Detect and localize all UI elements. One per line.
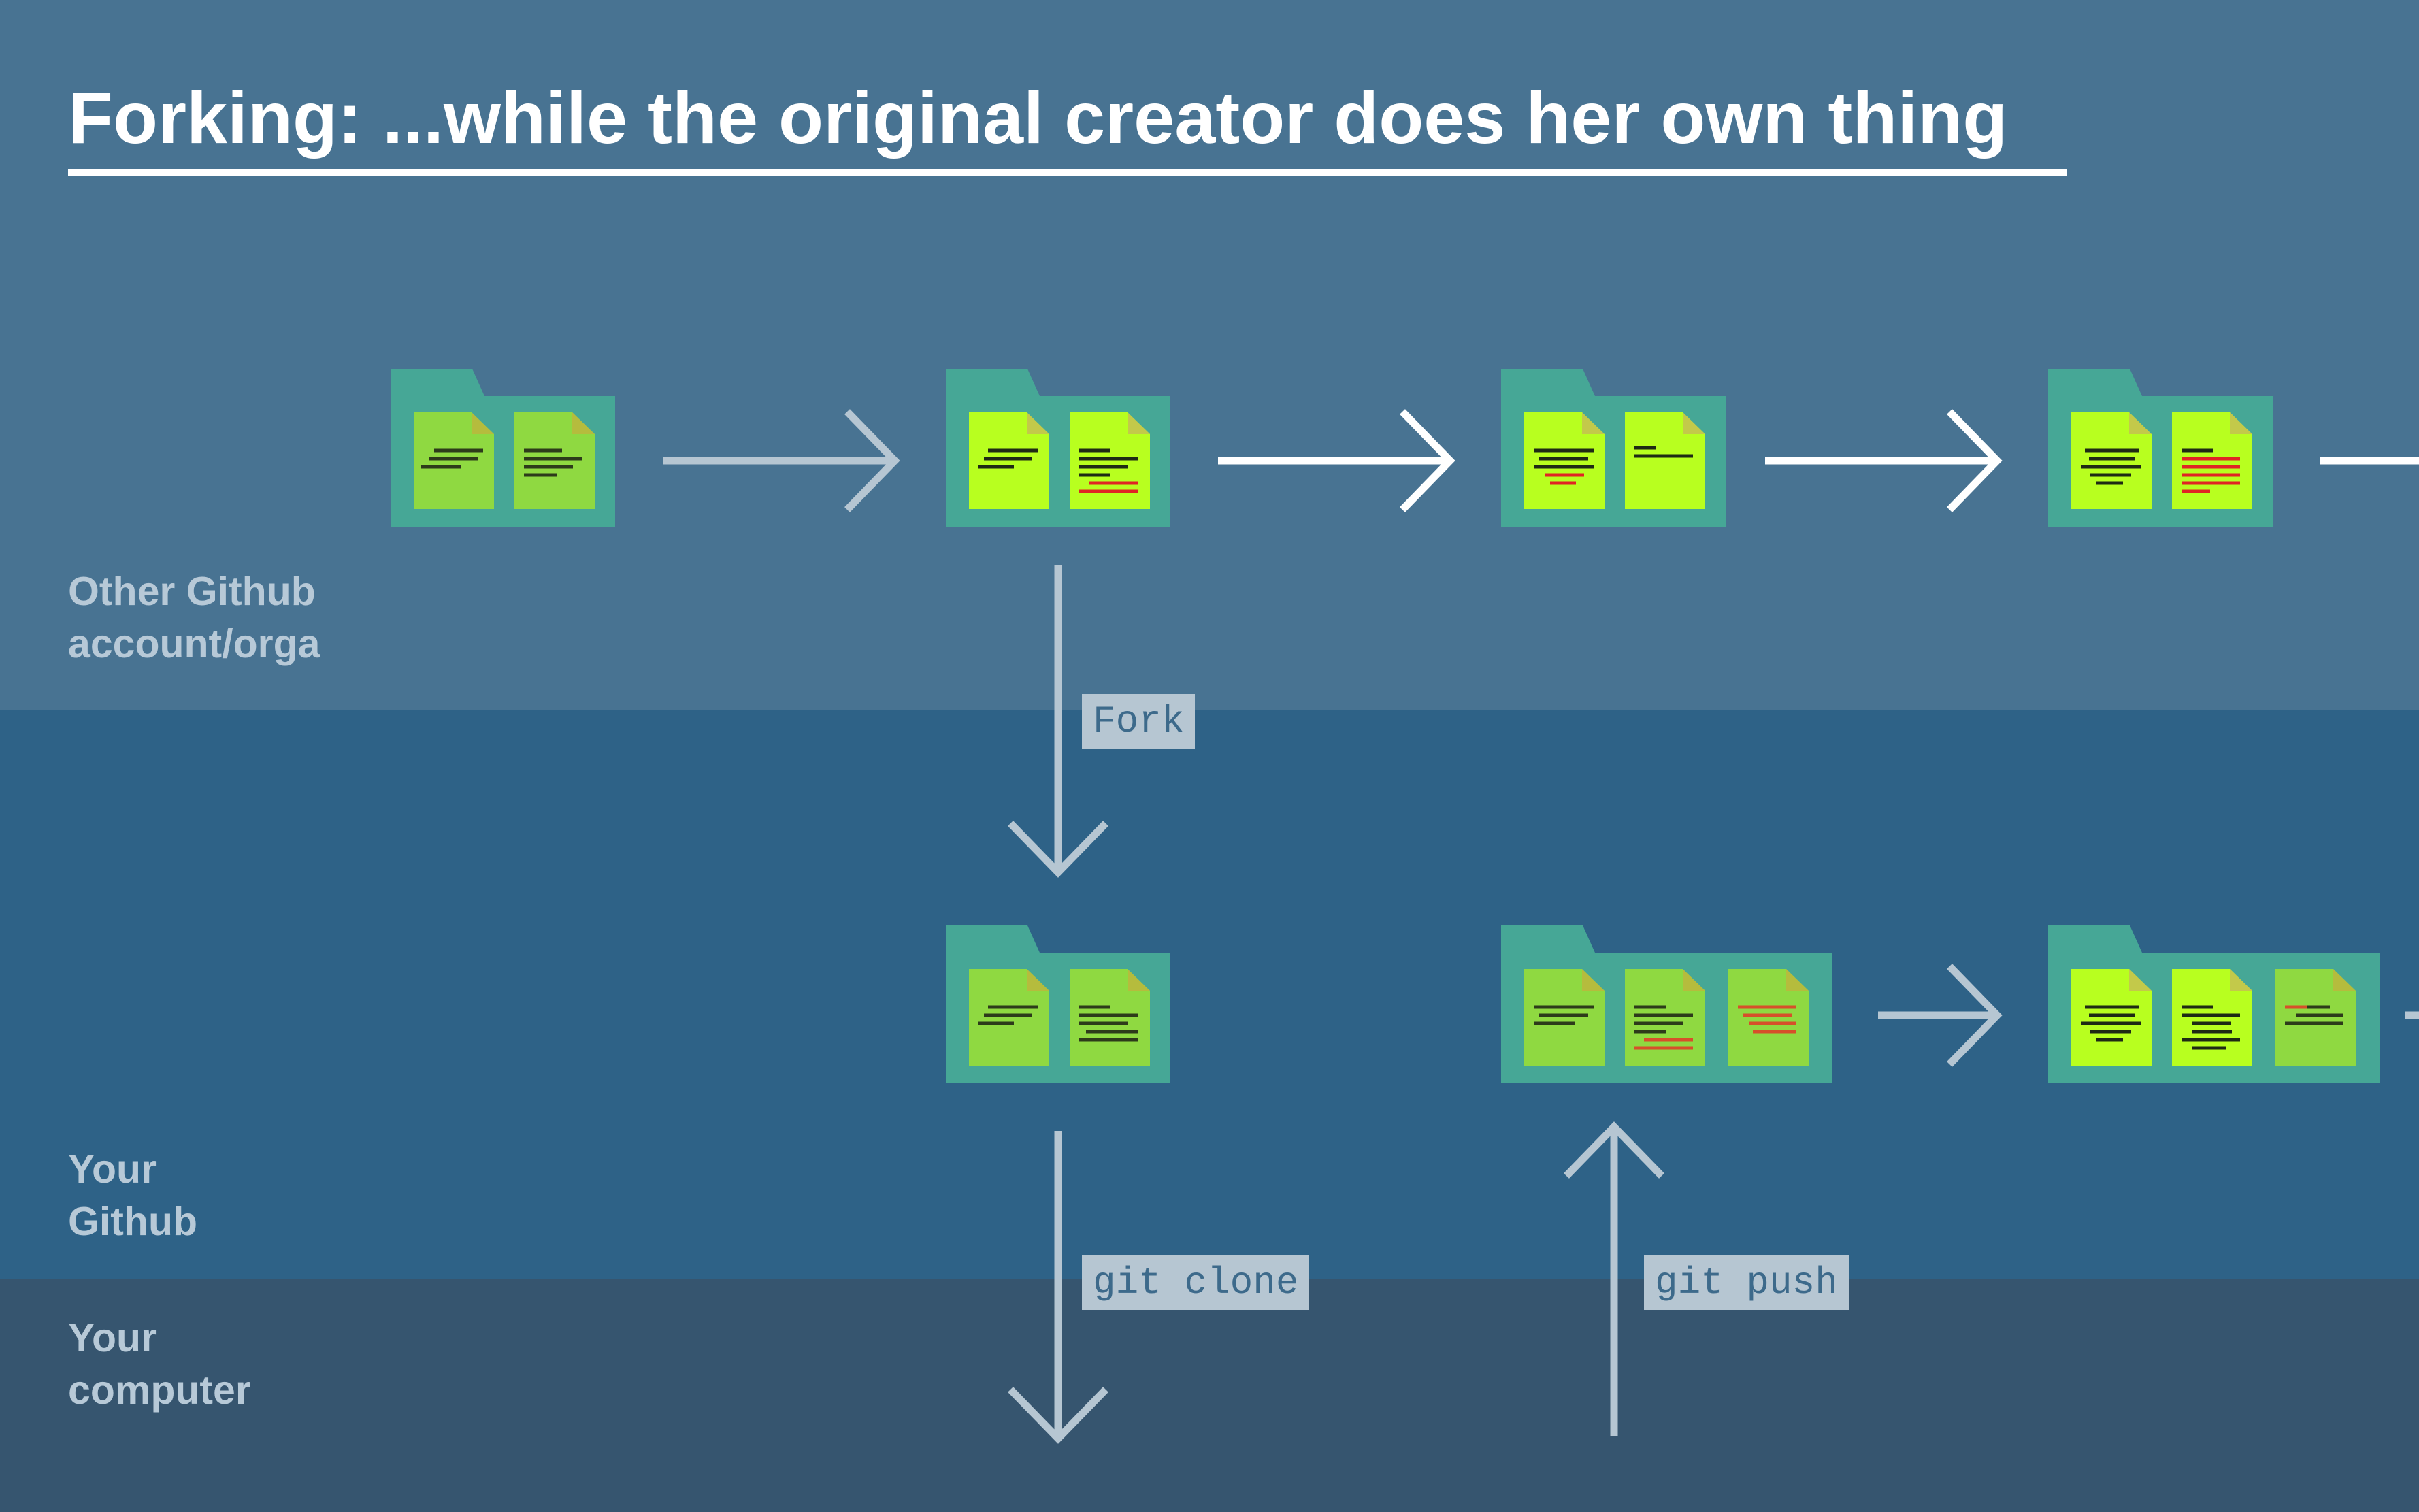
zone-label-line: account/orga [68,621,320,666]
file-icon [2071,412,2152,509]
fork-down-arrow [1008,565,1108,878]
fork-repo-1 [946,925,1170,1083]
file-icon [1524,412,1605,509]
zone-label-upstream-text: Other Github account/orga [68,565,320,670]
git-clone-label: git clone [1082,1255,1310,1310]
zone-label-upstream: Other Github account/orga [68,565,320,670]
file-icon [1524,969,1605,1066]
fork-repo-3 [2048,925,2380,1083]
upstream-arrow-3 [1765,409,2003,512]
fork-label: Fork [1082,694,1196,749]
file-icon [2172,412,2252,509]
fork-repo-2 [1501,925,1832,1083]
zone-label-line: computer [68,1368,251,1413]
fork-arrow-1 [1878,964,2003,1067]
file-icon [1625,412,1705,509]
file-icon [1070,412,1150,509]
file-icon [2275,969,2356,1066]
file-icon [2172,969,2252,1066]
upstream-arrow-2 [1218,409,1455,512]
file-icon [1070,969,1150,1066]
upstream-repo-1 [391,369,615,527]
push-up-arrow [1564,1121,1664,1436]
zone-label-line: Your [68,1315,157,1360]
upstream-repo-4 [2048,369,2273,527]
upstream-zone [0,0,2419,710]
file-icon [414,412,494,509]
zone-label-line: Github [68,1199,198,1244]
git-push-label: git push [1644,1255,1849,1310]
zone-label-your-computer-text: Your computer [68,1312,251,1417]
zone-label-line: Your [68,1147,157,1191]
your-github-zone [0,710,2419,1279]
file-icon [1625,969,1705,1066]
file-icon [969,969,1049,1066]
upstream-repo-3 [1501,369,1726,527]
upstream-repo-2 [946,369,1170,527]
file-icon [514,412,595,509]
clone-down-arrow [1008,1131,1108,1444]
file-icon [1728,969,1809,1066]
page-title: Forking: ...while the original creator d… [68,76,2008,159]
zone-label-your-computer: Your computer [68,1312,251,1417]
your-computer-zone [0,1279,2419,1512]
zone-label-line: Other Github [68,569,316,614]
upstream-arrow-1 [663,409,900,512]
file-icon [969,412,1049,509]
file-icon [2071,969,2152,1066]
title-underline [68,169,2067,176]
